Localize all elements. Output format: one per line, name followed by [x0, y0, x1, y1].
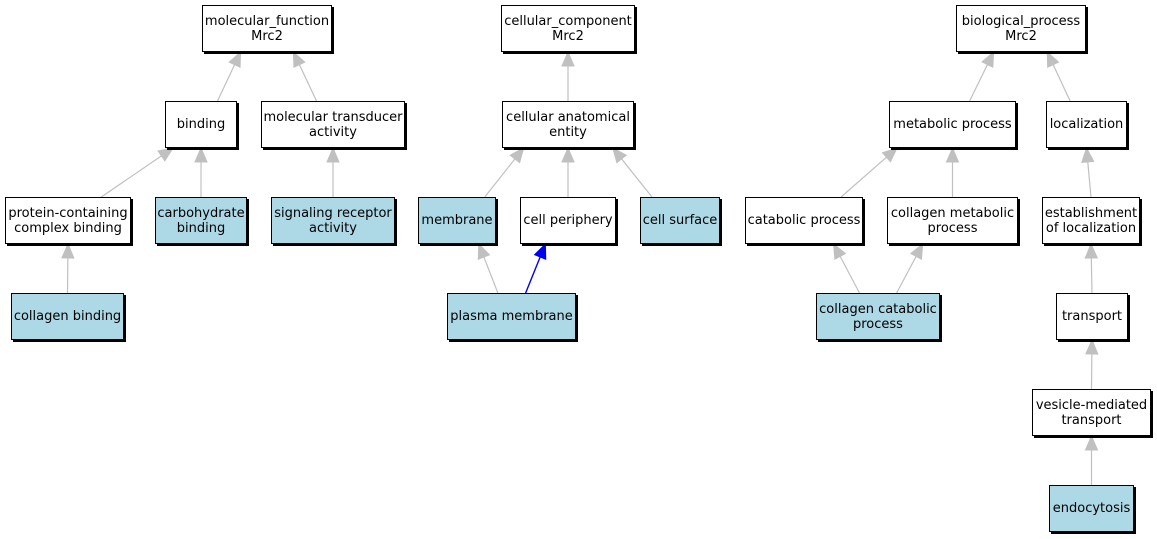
edge-transport-to-estab: [1090, 257, 1093, 294]
arrowhead-sigrec-to-mtrans: [326, 146, 340, 163]
arrowhead-cellsurf-to-cae: [612, 147, 628, 164]
node-label: cellular anatomical entity: [506, 109, 630, 140]
node-label: cell surface: [642, 213, 718, 228]
node-membrane[interactable]: membrane: [418, 197, 496, 244]
arrowhead-plasma-to-membrane: [477, 242, 491, 260]
arrowhead-vesicle-to-transport: [1085, 338, 1099, 355]
node-cell-periphery[interactable]: cell periphery: [520, 197, 616, 244]
node-label: signaling receptor activity: [274, 205, 392, 236]
node-collagen-metabolic-process[interactable]: collagen metabolic process: [887, 197, 1018, 244]
node-label: collagen catabolic process: [819, 301, 937, 332]
node-label: molecular_function Mrc2: [204, 13, 330, 44]
arrowhead-cae-to-cc: [561, 50, 575, 67]
arrowhead-estab-to-local: [1081, 146, 1095, 164]
node-label: molecular transducer activity: [263, 109, 403, 140]
node-cell-surface[interactable]: cell surface: [640, 197, 720, 244]
arrowhead-metab-to-bp: [981, 50, 995, 68]
node-localization[interactable]: localization: [1046, 101, 1127, 148]
edge-membrane-to-cae: [484, 158, 516, 198]
node-label: metabolic process: [893, 117, 1012, 132]
node-label: endocytosis: [1052, 501, 1131, 516]
arrowhead-cellper-to-cae: [561, 146, 575, 163]
edge-cellsurf-to-cae: [621, 158, 653, 198]
arrowhead-colcat-to-catab: [833, 242, 847, 260]
node-metabolic-process[interactable]: metabolic process: [889, 101, 1016, 148]
node-vesicle-mediated-transport[interactable]: vesicle-mediated transport: [1032, 389, 1151, 436]
edge-colcat-to-catab: [839, 256, 861, 294]
node-cellular-component[interactable]: cellular_component Mrc2: [501, 5, 635, 52]
arrowhead-colcat-to-colmet: [909, 242, 924, 260]
node-label: protein-containing complex binding: [8, 205, 128, 236]
node-label: transport: [1061, 309, 1123, 324]
node-label: establishment of localization: [1044, 205, 1138, 236]
node-biological-process[interactable]: biological_process Mrc2: [956, 5, 1086, 52]
node-label: carbohydrate binding: [157, 205, 245, 236]
arrowhead-binding-to-mf: [228, 50, 242, 68]
arrowhead-endo-to-vesicle: [1084, 434, 1099, 451]
node-label: cellular_component Mrc2: [504, 13, 632, 44]
node-collagen-binding[interactable]: collagen binding: [11, 293, 124, 340]
node-collagen-catabolic-process[interactable]: collagen catabolic process: [816, 293, 940, 340]
edge-mtrans-to-mf: [298, 64, 318, 102]
arrowhead-plasma-to-cellper: [533, 242, 547, 260]
node-plasma-membrane[interactable]: plasma membrane: [447, 293, 576, 340]
edge-pcb-to-binding: [100, 155, 162, 198]
edge-local-to-bp: [1052, 64, 1071, 102]
arrowhead-transport-to-estab: [1084, 242, 1099, 259]
edge-plasma-to-cellper: [524, 256, 541, 294]
edge-metab-to-bp: [969, 64, 988, 102]
node-signaling-receptor-activity[interactable]: signaling receptor activity: [271, 197, 395, 244]
node-label: localization: [1049, 117, 1124, 132]
node-cellular-anatomical-entity[interactable]: cellular anatomical entity: [502, 101, 634, 148]
node-endocytosis[interactable]: endocytosis: [1049, 485, 1134, 532]
edge-catab-to-metab: [840, 156, 887, 198]
node-label: vesicle-mediated transport: [1035, 397, 1148, 428]
node-label: biological_process Mrc2: [961, 13, 1081, 44]
node-label: cell periphery: [523, 213, 613, 228]
node-catabolic-process[interactable]: catabolic process: [745, 197, 863, 244]
arrowhead-carb-to-binding: [194, 146, 208, 163]
edge-binding-to-mf: [216, 64, 236, 102]
edge-plasma-to-membrane: [483, 256, 499, 294]
node-label: catabolic process: [747, 213, 861, 228]
node-molecular-transducer-activity[interactable]: molecular transducer activity: [261, 101, 405, 148]
arrowhead-local-to-bp: [1046, 50, 1060, 68]
arrowhead-colbind-to-pcb: [61, 242, 75, 259]
node-label: membrane: [421, 213, 493, 228]
node-transport[interactable]: transport: [1056, 293, 1128, 340]
arrowhead-membrane-to-cae: [509, 147, 525, 164]
node-establishment-of-localization[interactable]: establishment of localization: [1042, 197, 1140, 244]
node-protein-containing-complex-binding[interactable]: protein-containing complex binding: [5, 197, 131, 244]
node-binding[interactable]: binding: [165, 101, 237, 148]
node-molecular-function[interactable]: molecular_function Mrc2: [202, 5, 332, 52]
arrowhead-catab-to-metab: [881, 147, 898, 163]
edge-estab-to-local: [1087, 161, 1092, 198]
arrowhead-colmet-to-metab: [945, 146, 960, 163]
node-label: collagen metabolic process: [890, 205, 1015, 236]
node-label: plasma membrane: [450, 309, 573, 324]
arrowhead-pcb-to-binding: [157, 147, 175, 162]
arrowhead-mtrans-to-mf: [292, 50, 306, 68]
node-label: binding: [176, 117, 226, 132]
node-carbohydrate-binding[interactable]: carbohydrate binding: [155, 197, 247, 244]
node-label: collagen binding: [13, 309, 122, 324]
edge-colcat-to-colmet: [896, 256, 917, 294]
